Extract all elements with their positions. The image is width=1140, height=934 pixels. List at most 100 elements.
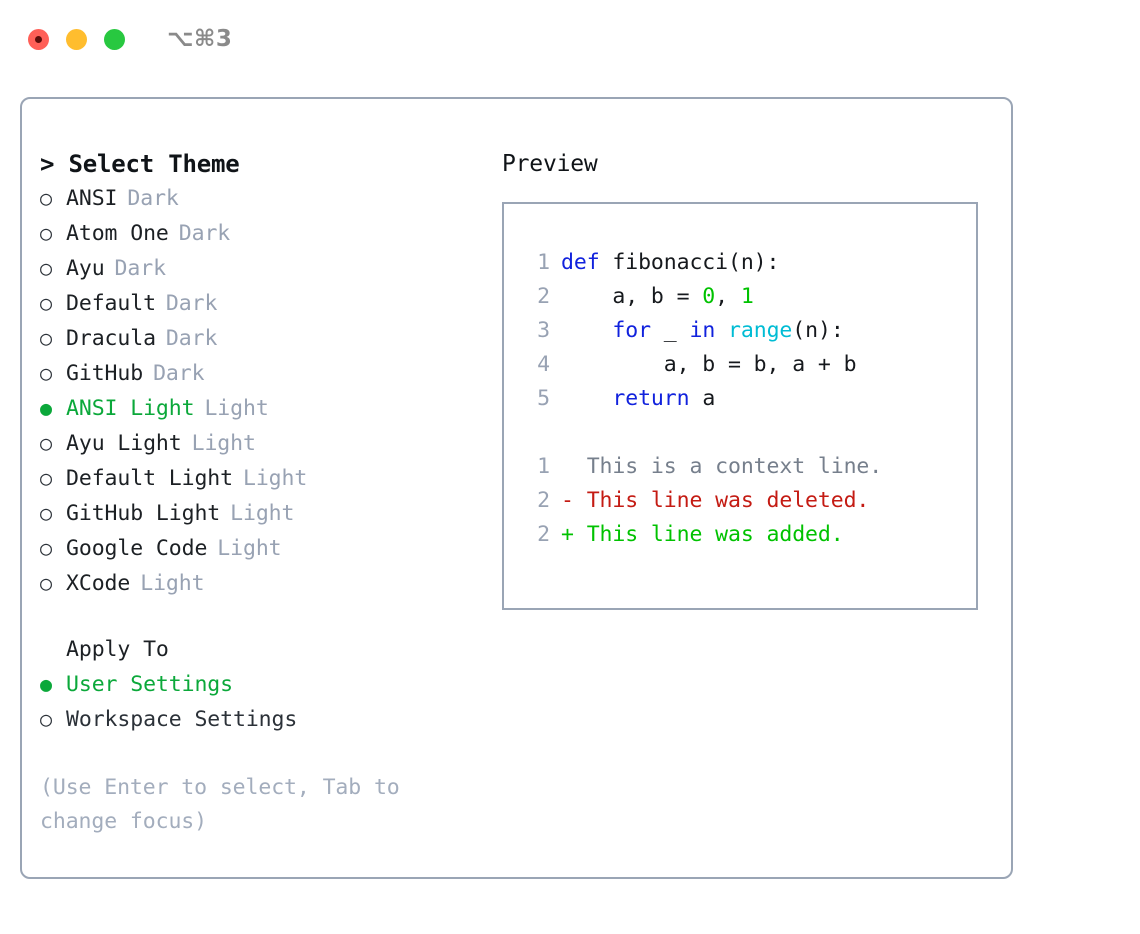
code-token: range (728, 318, 793, 343)
keyboard-hint-text: (Use Enter to select, Tab to change focu… (40, 775, 400, 834)
code-token: in (689, 318, 716, 343)
code-line-text: for _ in range(n): (561, 314, 844, 348)
theme-name-label: Ayu (66, 256, 105, 281)
code-line: 4 a, b = b, a + b (504, 348, 976, 382)
radio-unselected-icon[interactable]: ○ (40, 256, 52, 280)
theme-list-item[interactable]: ○ GitHub Dark (40, 356, 502, 391)
code-token: for (612, 318, 651, 343)
theme-variant-tag: Light (140, 571, 205, 596)
title-bar: ⌥⌘3 (0, 0, 1140, 78)
traffic-light-group (28, 28, 125, 50)
theme-variant-tag: Dark (165, 291, 218, 316)
diff-line: 2- This line was deleted. (504, 484, 976, 518)
theme-name-label: Google Code (66, 536, 208, 561)
code-token: a, b = b, a + b (561, 352, 857, 377)
radio-unselected-icon[interactable]: ○ (40, 571, 52, 595)
code-line-text: a, b = b, a + b (561, 348, 857, 382)
theme-name-label: Default Light (66, 466, 233, 491)
preview-box: 1 def fibonacci(n): 2 a, b = 0, 1 3 for _ i… (502, 202, 978, 610)
theme-list-item[interactable]: ○ Ayu Light Light (40, 426, 502, 461)
preview-header: Preview (502, 151, 598, 177)
theme-name-label: XCode (66, 571, 131, 596)
code-line-text: return a (561, 382, 715, 416)
theme-variant-tag: Dark (153, 361, 205, 386)
theme-variant-tag: Light (217, 536, 282, 561)
radio-unselected-icon[interactable]: ○ (40, 431, 52, 455)
radio-unselected-icon[interactable]: ○ (40, 186, 52, 210)
code-token: 0 (702, 284, 716, 309)
code-line-number: 4 (537, 352, 550, 377)
diff-line: 2+ This line was added. (504, 518, 976, 552)
code-token: return (612, 386, 690, 411)
radio-unselected-icon[interactable]: ○ (40, 291, 52, 315)
select-theme-header: > Select Theme (40, 150, 240, 178)
radio-unselected-icon[interactable]: ○ (40, 501, 52, 525)
radio-unselected-icon[interactable]: ○ (40, 326, 52, 350)
radio-unselected-icon[interactable]: ○ (40, 536, 52, 560)
theme-name-label: Ayu Light (66, 431, 182, 456)
code-token: a (689, 386, 716, 411)
radio-unselected-icon[interactable]: ○ (40, 707, 52, 731)
preview-column: Preview 1 def fibonacci(n): 2 a, b = 0, 1 3… (502, 99, 1011, 877)
theme-list-item[interactable]: ○ Default Light Light (40, 461, 502, 496)
code-token (561, 386, 612, 411)
code-token: 1 (740, 284, 754, 309)
theme-variant-tag: Light (242, 466, 308, 491)
diff-line-text: + This line was added. (561, 522, 844, 547)
theme-name-label: Atom One (66, 221, 169, 246)
theme-variant-tag: Light (230, 501, 295, 526)
code-token: def (561, 250, 613, 275)
apply-to-section: Apply To ●User Settings○Workspace Settin… (40, 633, 502, 737)
radio-selected-icon[interactable]: ● (40, 672, 52, 696)
theme-list-item[interactable]: ○ GitHub Light Light (40, 496, 502, 531)
apply-to-option[interactable]: ○Workspace Settings (40, 702, 502, 737)
minimize-window-button[interactable] (66, 28, 87, 50)
theme-variant-tag: Light (191, 431, 256, 456)
theme-list-item[interactable]: ○ Default Dark (40, 286, 502, 321)
apply-to-header: Apply To (66, 637, 169, 662)
code-token: _ (650, 318, 690, 343)
code-token (561, 318, 612, 343)
radio-unselected-icon[interactable]: ○ (40, 221, 52, 245)
theme-name-label: Default (66, 291, 156, 316)
diff-line-number: 1 (537, 454, 550, 479)
code-token: , (715, 284, 741, 309)
theme-name-label: GitHub (66, 361, 144, 386)
apply-to-list[interactable]: ●User Settings○Workspace Settings (40, 667, 502, 737)
code-diff-spacer (504, 416, 976, 450)
radio-selected-icon[interactable]: ● (40, 396, 52, 420)
maximize-window-button[interactable] (104, 28, 125, 50)
diff-line-number: 2 (537, 488, 550, 513)
code-line-number: 3 (537, 318, 550, 343)
code-line: 2 a, b = 0, 1 (504, 280, 976, 314)
code-token: (n): (792, 318, 844, 343)
theme-name-label: ANSI Light (66, 396, 195, 421)
code-line-number: 1 (537, 250, 550, 275)
code-token: a, b = (561, 284, 703, 309)
code-token: fibonacci(n): (612, 250, 780, 275)
diff-sample: 1 This is a context line.2- This line wa… (504, 450, 976, 552)
theme-name-label: GitHub Light (66, 501, 221, 526)
theme-variant-tag: Dark (165, 326, 218, 351)
code-line: 5 return a (504, 382, 976, 416)
code-line: 1 def fibonacci(n): (504, 246, 976, 280)
radio-unselected-icon[interactable]: ○ (40, 466, 52, 490)
theme-list-item[interactable]: ○ Google Code Light (40, 531, 502, 566)
theme-variant-tag: Dark (127, 186, 179, 211)
keyboard-shortcut-label: ⌥⌘3 (167, 25, 233, 52)
apply-to-option[interactable]: ●User Settings (40, 667, 502, 702)
close-window-button[interactable] (28, 28, 49, 50)
code-line-text: a, b = 0, 1 (561, 280, 754, 314)
code-token (715, 318, 728, 343)
radio-unselected-icon[interactable]: ○ (40, 361, 52, 385)
code-sample: 1 def fibonacci(n): 2 a, b = 0, 1 3 for _ i… (504, 246, 976, 416)
theme-list-item[interactable]: ○ XCode Light (40, 566, 502, 601)
